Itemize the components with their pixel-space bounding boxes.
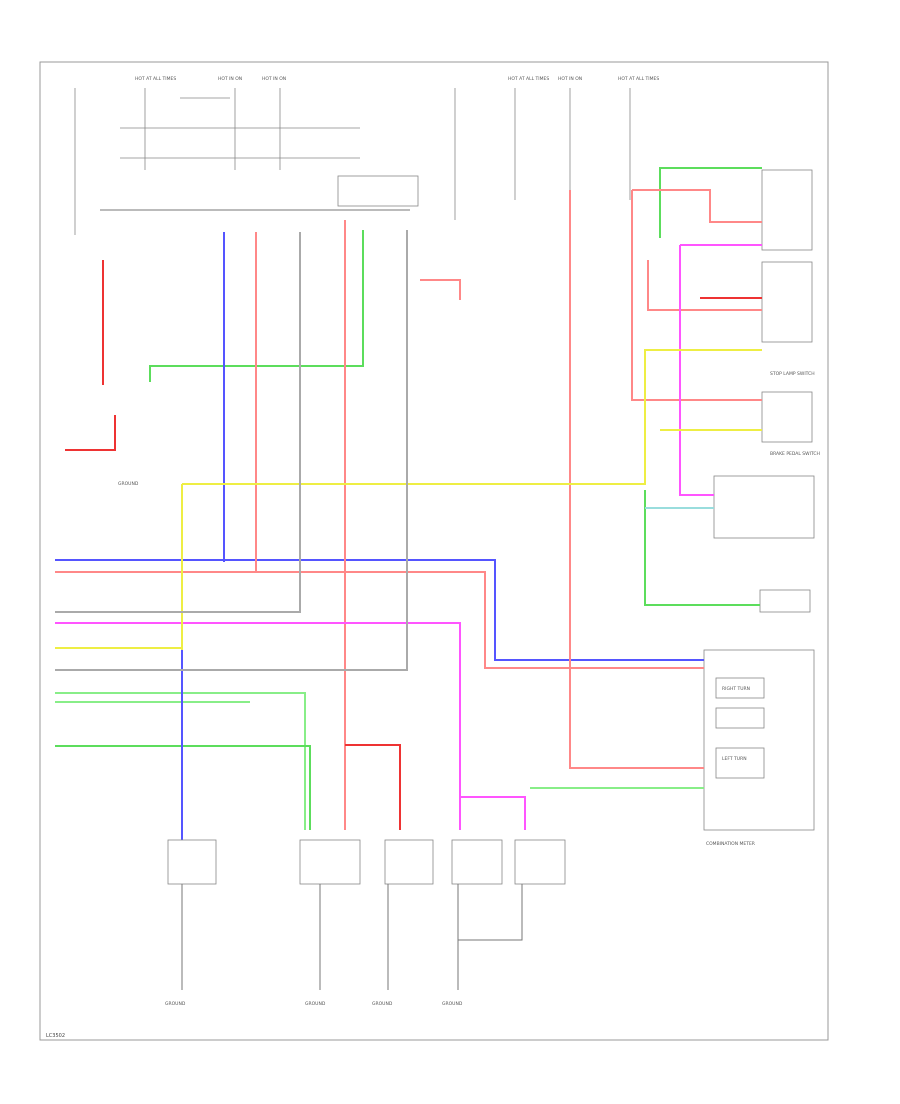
pink-wire-3 bbox=[569, 190, 704, 769]
fuse-label-5: HOT IN ON bbox=[558, 76, 582, 82]
lamp-3 bbox=[384, 839, 434, 885]
bottom-lamps: GROUND GROUND GROUND GROUND GROUND bbox=[118, 481, 566, 1007]
fuse-label-1: HOT AT ALL TIMES bbox=[135, 76, 176, 82]
yellow-wire-1 bbox=[182, 349, 762, 485]
gray-wire-2 bbox=[55, 230, 408, 671]
left-turn-label: LEFT TURN bbox=[722, 756, 747, 762]
green-wire-3 bbox=[644, 490, 760, 606]
top-center-fuse-block: HOT AT ALL TIMES HOT IN ON HOT AT ALL TI… bbox=[454, 76, 659, 220]
magenta-wire-4 bbox=[679, 245, 714, 496]
ground-label-3: GROUND bbox=[372, 1001, 393, 1007]
ground-label-5: GROUND bbox=[118, 481, 139, 487]
green-wire-2 bbox=[659, 167, 762, 238]
top-left-relay-block: HOT AT ALL TIMES HOT IN ON HOT IN ON bbox=[74, 76, 419, 235]
stop-lamp-switch-label: STOP LAMP SWITCH bbox=[770, 371, 815, 377]
fuse-label-3: HOT IN ON bbox=[262, 76, 286, 82]
magenta-wire-1 bbox=[55, 622, 461, 830]
combination-meter: RIGHT TURN LEFT TURN COMBINATION METER bbox=[703, 649, 815, 847]
ground-label-2: GROUND bbox=[305, 1001, 326, 1007]
magenta-wire-2 bbox=[460, 796, 526, 830]
diagram-frame bbox=[39, 61, 829, 1041]
blue-wire-2 bbox=[55, 559, 704, 661]
lamp-2 bbox=[299, 839, 361, 885]
fuse-label-6: HOT AT ALL TIMES bbox=[618, 76, 659, 82]
diagram-code: LC3502 bbox=[46, 1033, 66, 1039]
fuse-label-4: HOT AT ALL TIMES bbox=[508, 76, 549, 82]
pink-wire-7 bbox=[632, 189, 762, 223]
red-wire-2 bbox=[65, 415, 116, 451]
gray-wire-1 bbox=[55, 232, 301, 613]
ground-label-4: GROUND bbox=[442, 1001, 463, 1007]
pink-wire-2 bbox=[55, 571, 704, 669]
pink-wire-6 bbox=[631, 190, 762, 401]
pink-wire-5 bbox=[420, 279, 461, 300]
right-turn-label: RIGHT TURN bbox=[722, 686, 750, 692]
lamp-5 bbox=[514, 839, 566, 885]
right-switch-group: STOP LAMP SWITCH BRAKE PEDAL SWITCH bbox=[713, 169, 820, 613]
lamp-4 bbox=[451, 839, 503, 885]
combination-meter-label: COMBINATION METER bbox=[706, 841, 755, 847]
wire-bundle bbox=[55, 167, 762, 840]
lightgreen-wire-1 bbox=[55, 692, 306, 830]
pink-wire-8 bbox=[647, 260, 762, 311]
fuse-label-2: HOT IN ON bbox=[218, 76, 242, 82]
brake-pedal-switch-label: BRAKE PEDAL SWITCH bbox=[770, 451, 820, 457]
red-wire-3 bbox=[345, 744, 401, 830]
green-wire-4 bbox=[55, 745, 311, 830]
lamp-1 bbox=[167, 839, 217, 885]
ground-label-1: GROUND bbox=[165, 1001, 186, 1007]
